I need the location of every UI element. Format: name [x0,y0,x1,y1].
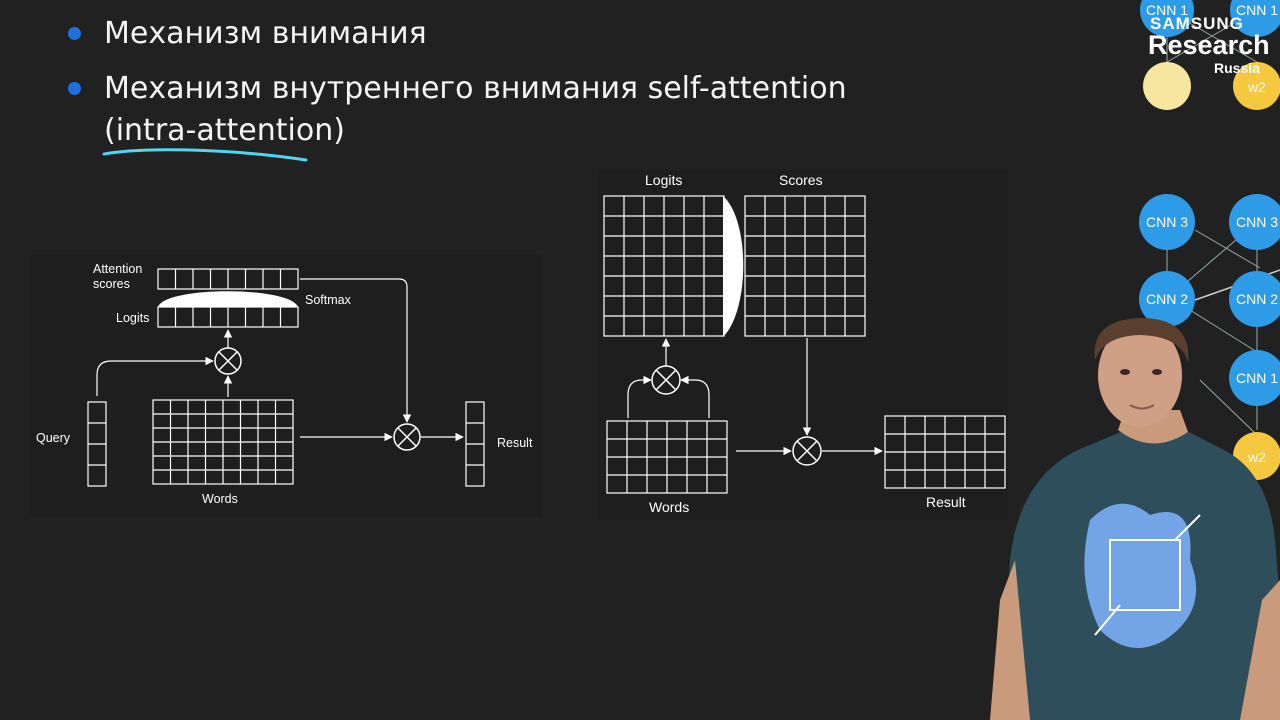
result-column [465,401,485,487]
graph-node-cnn3-left: CNN 3 [1139,194,1195,250]
softmax-curve [723,196,744,337]
graph-node-w2-top: w2 [1233,62,1280,110]
graph-node-cnn3-right: CNN 3 [1229,194,1280,250]
query-label: Query [36,431,71,445]
words-grid [606,420,728,494]
logits-row [157,306,299,328]
graph-node-cnn2-right: CNN 2 [1229,271,1280,327]
words-label: Words [649,499,689,515]
attention-diagram-left: Attention scores Softmax Logits Query Wo… [30,255,542,517]
bullet-dot [68,82,81,95]
attention-scores-row [157,268,299,290]
svg-text:CNN 1: CNN 1 [1236,370,1278,386]
graph-node-cnn2-left: CNN 2 [1139,271,1195,327]
background-graph: CNN 1 CNN 1 w2 CNN 3 CNN 3 CNN 2 CNN 2 C… [1139,0,1280,480]
svg-text:w2: w2 [1247,449,1266,465]
graph-node-cnn1-top-left: CNN 1 [1140,0,1194,37]
graph-node-w1-top [1143,62,1191,110]
self-attention-diagram-right: Logits Scores Words Result [598,170,1008,520]
svg-text:w2: w2 [1247,79,1266,95]
research-logo: Research [1148,30,1270,60]
words-label: Words [202,492,238,506]
handwritten-underline [102,148,308,162]
attention-label: Attention [93,262,142,276]
bullet-text-attention: Механизм внимания [104,16,427,51]
result-label: Result [497,436,533,450]
result-grid [884,415,1006,489]
multiply-node [393,423,421,451]
bullet-dot [68,27,81,40]
presenter-video-overlay [990,318,1280,720]
samsung-logo: SAMSUNG [1150,14,1244,33]
svg-text:CNN 1: CNN 1 [1146,2,1188,18]
svg-text:CNN 2: CNN 2 [1146,291,1188,307]
russia-logo: Russia [1214,60,1260,76]
multiply-node [792,436,822,466]
svg-text:CNN 3: CNN 3 [1236,214,1278,230]
graph-node-cnn1-top-right: CNN 1 [1230,0,1280,37]
logits-label: Logits [116,311,149,325]
query-column [87,401,107,487]
softmax-label: Softmax [305,293,352,307]
scores-label: scores [93,277,130,291]
words-grid [152,399,294,485]
svg-text:CNN 2: CNN 2 [1236,291,1278,307]
bullet-text-intra-attention: (intra-attention) [104,113,345,148]
scores-grid [744,195,866,337]
softmax-dome [158,291,298,307]
scores-label: Scores [779,172,823,188]
svg-text:CNN 3: CNN 3 [1146,214,1188,230]
svg-text:CNN 1: CNN 1 [1236,2,1278,18]
graph-node-cnn1-right: CNN 1 [1229,350,1280,406]
logits-label: Logits [645,172,682,188]
bullet-text-self-attention: Механизм внутреннего внимания self-atten… [104,71,847,106]
result-label: Result [926,494,966,510]
